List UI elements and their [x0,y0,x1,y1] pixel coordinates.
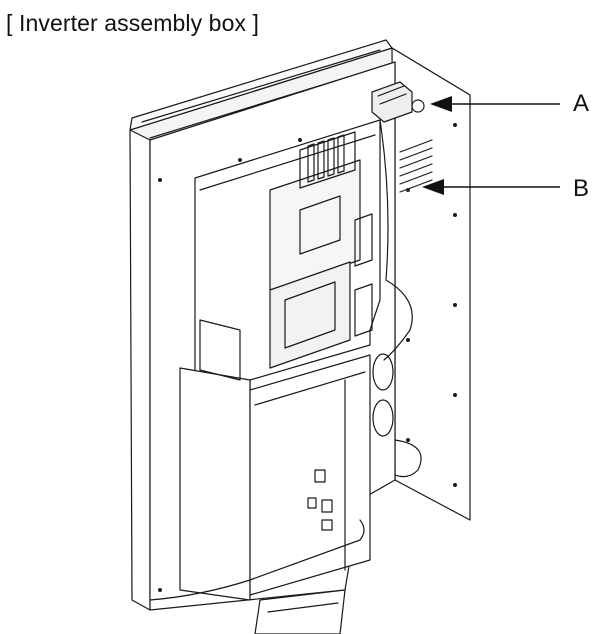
knockout-holes [372,353,422,478]
louver-vent [399,139,433,193]
page-title: [ Inverter assembly box ] [6,10,260,36]
lower-module [179,367,251,601]
callout-arrow-b [422,179,560,195]
cover-screws [307,469,333,531]
right-side-panel [391,47,471,521]
internal-components [269,131,373,369]
bottom-cable [149,519,365,601]
side-screws [158,123,457,592]
callout-label-a: A [573,90,590,117]
terminal-block [371,81,425,123]
lower-cover-plate [249,354,371,596]
left-flange [129,129,151,611]
callout-label-b: B [573,175,590,202]
callout-arrow-a [430,96,560,112]
wire-harness [379,119,413,361]
bottom-bracket [254,589,346,634]
